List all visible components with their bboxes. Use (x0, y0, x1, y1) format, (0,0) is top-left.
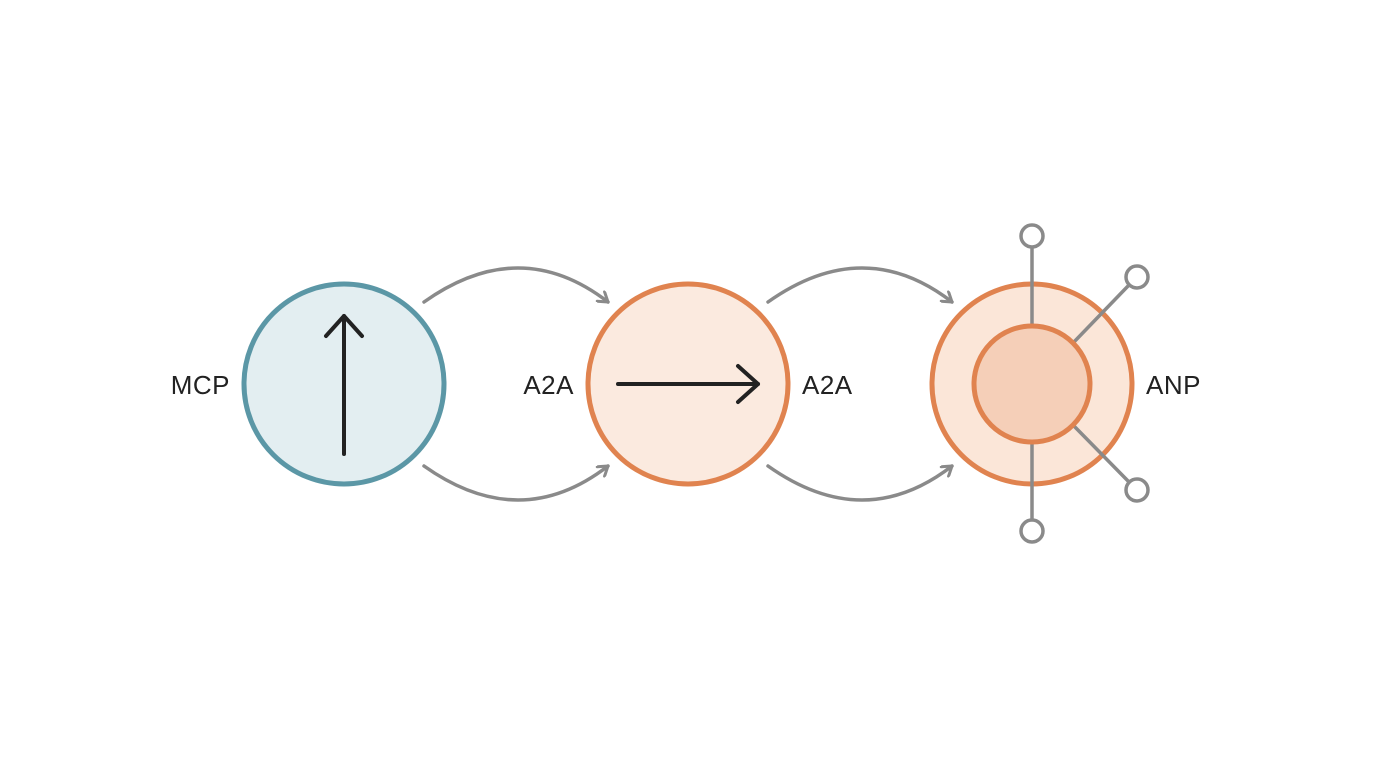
a2a-left-label: A2A (523, 370, 574, 400)
network-node-bottom (1019, 518, 1045, 544)
network-node-top (1019, 223, 1045, 249)
connector-arrow-bottom-2 (766, 464, 954, 502)
anp-inner-circle (971, 323, 1093, 445)
network-node-icons (1019, 223, 1150, 544)
network-spokes (1030, 245, 1131, 522)
network-node-lower-right (1124, 477, 1150, 503)
mcp-node (241, 281, 447, 487)
a2a-right-label: A2A (802, 370, 853, 400)
up-arrow-icon (324, 314, 364, 456)
anp-node (929, 223, 1150, 544)
anp-label: ANP (1146, 370, 1201, 400)
a2a-node (585, 281, 791, 487)
connector-arrow-top-2 (766, 266, 954, 304)
network-node-upper-right (1124, 264, 1150, 290)
connector-arrow-bottom-1 (422, 464, 610, 502)
mcp-label: MCP (170, 370, 230, 400)
right-arrow-icon (616, 364, 760, 404)
connector-arrow-top-1 (422, 266, 610, 304)
spoke-upper-right (1071, 283, 1131, 345)
spoke-lower-right (1071, 423, 1131, 484)
